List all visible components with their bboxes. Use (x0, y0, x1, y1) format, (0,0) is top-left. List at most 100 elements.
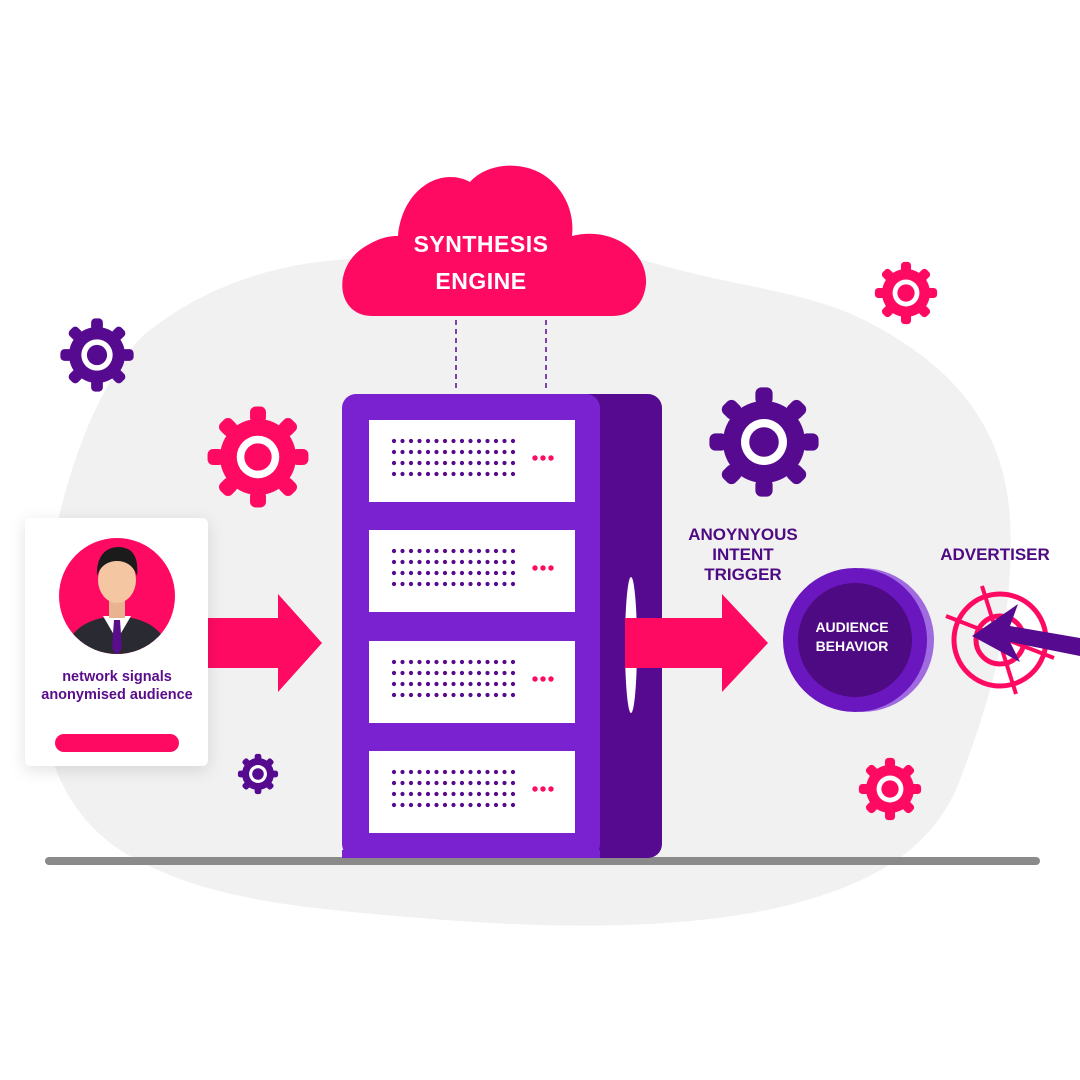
vent-dot (476, 692, 482, 698)
vent-dot (451, 438, 456, 444)
vent-dot (485, 791, 490, 797)
vent-dot (417, 471, 422, 477)
vent-dot (468, 438, 473, 444)
vent-dot (493, 548, 499, 554)
status-led (540, 786, 546, 792)
vent-dot (391, 449, 397, 455)
vent-dot (425, 471, 431, 477)
vent-dot (417, 780, 422, 786)
vent-dot (459, 681, 465, 687)
vent-dot (485, 581, 490, 587)
vent-dot (476, 438, 482, 444)
vent-dot (485, 659, 490, 665)
vent-dot (468, 791, 473, 797)
vent-dot (510, 681, 516, 687)
vent-dot (442, 692, 448, 698)
vent-dot (502, 471, 507, 477)
arrow-right-icon (208, 594, 322, 692)
vent-dot (476, 791, 482, 797)
vent-dot (510, 581, 516, 587)
vent-dot (391, 769, 397, 775)
vent-dot (459, 438, 465, 444)
vent-dot (459, 670, 465, 676)
vent-dot (459, 460, 465, 466)
vent-dot (391, 559, 397, 565)
vent-dot (434, 449, 439, 455)
vent-dot (459, 802, 465, 808)
vent-dot (502, 692, 507, 698)
vent-dot (502, 780, 507, 786)
vent-dot (459, 449, 465, 455)
vent-dot (425, 570, 431, 576)
vent-dot (434, 802, 439, 808)
vent-dot (391, 659, 397, 665)
vent-dot (459, 548, 465, 554)
vent-dot (442, 460, 448, 466)
vent-dot (417, 460, 422, 466)
vent-dot (476, 449, 482, 455)
vent-dot (476, 670, 482, 676)
vent-dot (417, 769, 422, 775)
vent-dot (502, 581, 507, 587)
vent-dot (408, 769, 414, 775)
vent-dot (417, 581, 422, 587)
vent-dot (476, 471, 482, 477)
vent-dot (510, 438, 516, 444)
vent-dot (493, 581, 499, 587)
vent-dot (502, 659, 507, 665)
vent-dot (485, 438, 490, 444)
status-led (548, 676, 554, 682)
vent-dot (502, 438, 507, 444)
vent-dot (510, 548, 516, 554)
status-led (548, 565, 554, 571)
vent-dot (417, 681, 422, 687)
server-drawer (369, 530, 575, 612)
vent-dot (451, 670, 456, 676)
vent-dot (408, 559, 414, 565)
vent-dot (400, 692, 405, 698)
vent-dot (442, 659, 448, 665)
vent-dot (408, 780, 414, 786)
vent-dot (502, 670, 507, 676)
vent-dot (400, 791, 405, 797)
vent-dot (400, 670, 405, 676)
vent-dot (476, 681, 482, 687)
status-led (532, 455, 538, 461)
vent-dot (468, 670, 473, 676)
audience-card-caption-line1: network signals (62, 669, 172, 685)
vent-dot (459, 769, 465, 775)
vent-dot (442, 570, 448, 576)
vent-dot (459, 559, 465, 565)
server-drawer (369, 641, 575, 723)
status-led (532, 786, 538, 792)
vent-dot (400, 581, 405, 587)
vent-dot (468, 548, 473, 554)
vent-dot (510, 791, 516, 797)
status-led (540, 565, 546, 571)
vent-dot (493, 559, 499, 565)
vent-dot (476, 559, 482, 565)
vent-dot (502, 791, 507, 797)
vent-dot (502, 570, 507, 576)
vent-dot (510, 449, 516, 455)
gear-icon (858, 757, 922, 821)
vent-dot (408, 802, 414, 808)
vent-dot (510, 692, 516, 698)
vent-dot (434, 670, 439, 676)
vent-dot (391, 471, 397, 477)
vent-dot (485, 769, 490, 775)
vent-dot (391, 802, 397, 808)
status-led (540, 455, 546, 461)
audience-behavior-line1: AUDIENCE (815, 619, 889, 635)
vent-dot (493, 802, 499, 808)
vent-dot (425, 681, 431, 687)
vent-dot (451, 570, 456, 576)
vent-dot (400, 548, 405, 554)
vent-dot (434, 570, 439, 576)
vent-dot (459, 570, 465, 576)
vent-dot (408, 791, 414, 797)
arrow-right-icon (625, 594, 768, 692)
vent-dot (451, 681, 456, 687)
vent-dot (510, 570, 516, 576)
